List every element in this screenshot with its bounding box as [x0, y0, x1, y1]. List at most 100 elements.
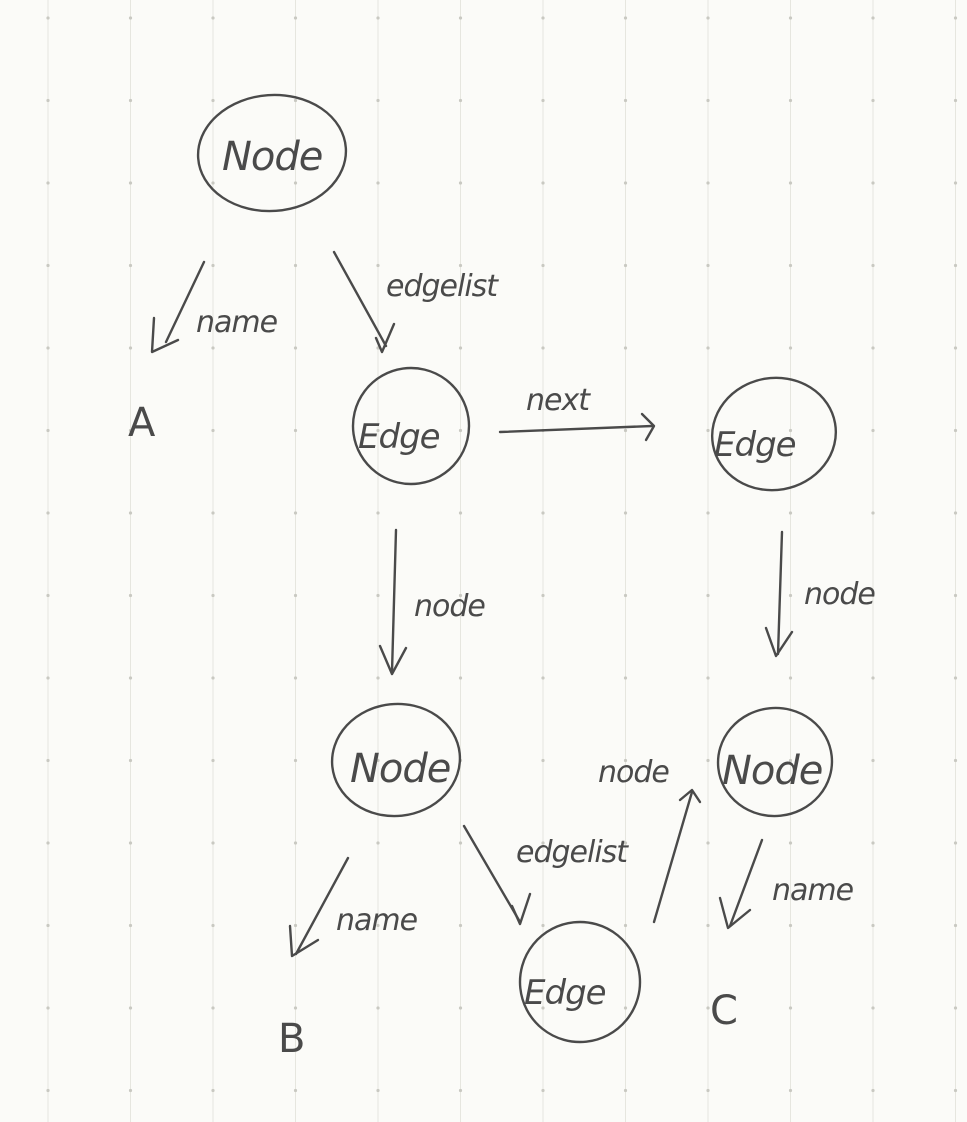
- grid-dot: [788, 676, 793, 680]
- grid-dot: [871, 428, 875, 433]
- grid-dot: [871, 263, 875, 268]
- grid-dot: [46, 346, 50, 350]
- grid-dot: [128, 428, 133, 433]
- grid-dot: [541, 511, 545, 515]
- grid-dot: [211, 593, 215, 598]
- edge-2-node-arrow: [764, 530, 794, 658]
- grid-dot: [46, 593, 50, 598]
- grid-dot: [541, 1088, 545, 1093]
- grid-dot: [953, 511, 958, 515]
- grid-dot: [458, 263, 463, 268]
- root-name-arrow: [150, 260, 206, 354]
- root-edgelist-arrow: [332, 250, 396, 354]
- grid-dot: [211, 263, 215, 268]
- edge-1-circle: [351, 366, 471, 486]
- grid-dot: [788, 841, 793, 845]
- grid-dot: [376, 923, 380, 928]
- grid-dot: [293, 1006, 298, 1010]
- node-c-name-arrow: [718, 838, 764, 930]
- grid-dot: [211, 181, 215, 185]
- grid-dot: [706, 1088, 710, 1093]
- grid-dot: [623, 511, 628, 515]
- grid-dot: [46, 98, 50, 103]
- grid-dot: [128, 841, 133, 845]
- grid-dot: [623, 923, 628, 928]
- grid-dot: [46, 758, 50, 763]
- grid-dot: [46, 676, 50, 680]
- grid-dot: [623, 758, 628, 763]
- grid-dot: [623, 98, 628, 103]
- grid-dot: [541, 16, 545, 20]
- grid-dot: [46, 1006, 50, 1010]
- grid-dot: [953, 676, 958, 680]
- root-name-value: A: [128, 400, 156, 446]
- grid-dot: [293, 16, 298, 20]
- grid-dot: [788, 1088, 793, 1093]
- grid-dot: [706, 758, 710, 763]
- grid-dot: [458, 593, 463, 598]
- grid-dot: [46, 923, 50, 928]
- grid-dot: [788, 16, 793, 20]
- grid-dot: [871, 1006, 875, 1010]
- root-node: Node: [196, 93, 348, 213]
- grid-dot: [128, 923, 133, 928]
- grid-dot: [458, 676, 463, 680]
- grid-dot: [293, 511, 298, 515]
- grid-dot: [293, 263, 298, 268]
- edge-1-node-arrow: [378, 528, 408, 676]
- grid-dot: [458, 346, 463, 350]
- grid-dot: [128, 1088, 133, 1093]
- grid-dot: [871, 16, 875, 20]
- grid-dot: [623, 1006, 628, 1010]
- edge-2: Edge: [710, 376, 838, 492]
- grid-dot: [953, 428, 958, 433]
- grid-dot: [46, 428, 50, 433]
- grid-dot: [953, 923, 958, 928]
- grid-dot: [458, 511, 463, 515]
- root-node-circle: [196, 93, 348, 213]
- grid-dot: [788, 263, 793, 268]
- grid-dot: [293, 758, 298, 763]
- root-node-label: Node: [222, 134, 322, 180]
- grid-dot: [871, 758, 875, 763]
- grid-dot: [376, 758, 380, 763]
- grid-dot: [953, 593, 958, 598]
- notebook-grid: [46, 0, 958, 1122]
- grid-dot: [458, 181, 463, 185]
- grid-dot: [541, 758, 545, 763]
- grid-dot: [376, 428, 380, 433]
- grid-dot: [211, 923, 215, 928]
- grid-dot: [623, 593, 628, 598]
- grid-dot: [376, 676, 380, 680]
- grid-dot: [376, 1006, 380, 1010]
- next-arrow: [498, 412, 656, 442]
- grid-dot: [953, 346, 958, 350]
- grid-dot: [211, 676, 215, 680]
- grid-dot: [706, 98, 710, 103]
- grid-dot: [376, 16, 380, 20]
- grid-dot: [706, 428, 710, 433]
- grid-dot: [706, 923, 710, 928]
- grid-dot: [458, 1006, 463, 1010]
- grid-dot: [541, 593, 545, 598]
- grid-dot: [128, 511, 133, 515]
- node-b-name-label: name: [336, 903, 418, 938]
- edge-3-label: Edge: [524, 973, 606, 1013]
- grid-dot: [128, 346, 133, 350]
- grid-dot: [128, 593, 133, 598]
- edge-1: Edge: [351, 366, 471, 486]
- root-edgelist-label: edgelist: [386, 269, 499, 304]
- grid-dot: [211, 758, 215, 763]
- grid-dot: [458, 923, 463, 928]
- grid-dot: [871, 841, 875, 845]
- grid-dot: [788, 181, 793, 185]
- node-b-edgelist-arrow: [462, 824, 532, 926]
- grid-dot: [211, 346, 215, 350]
- grid-dot: [541, 676, 545, 680]
- grid-dot: [541, 263, 545, 268]
- node-b-label: Node: [350, 746, 450, 792]
- grid-dot: [458, 841, 463, 845]
- grid-dot: [706, 841, 710, 845]
- node-b-circle: [330, 702, 462, 818]
- grid-dot: [706, 346, 710, 350]
